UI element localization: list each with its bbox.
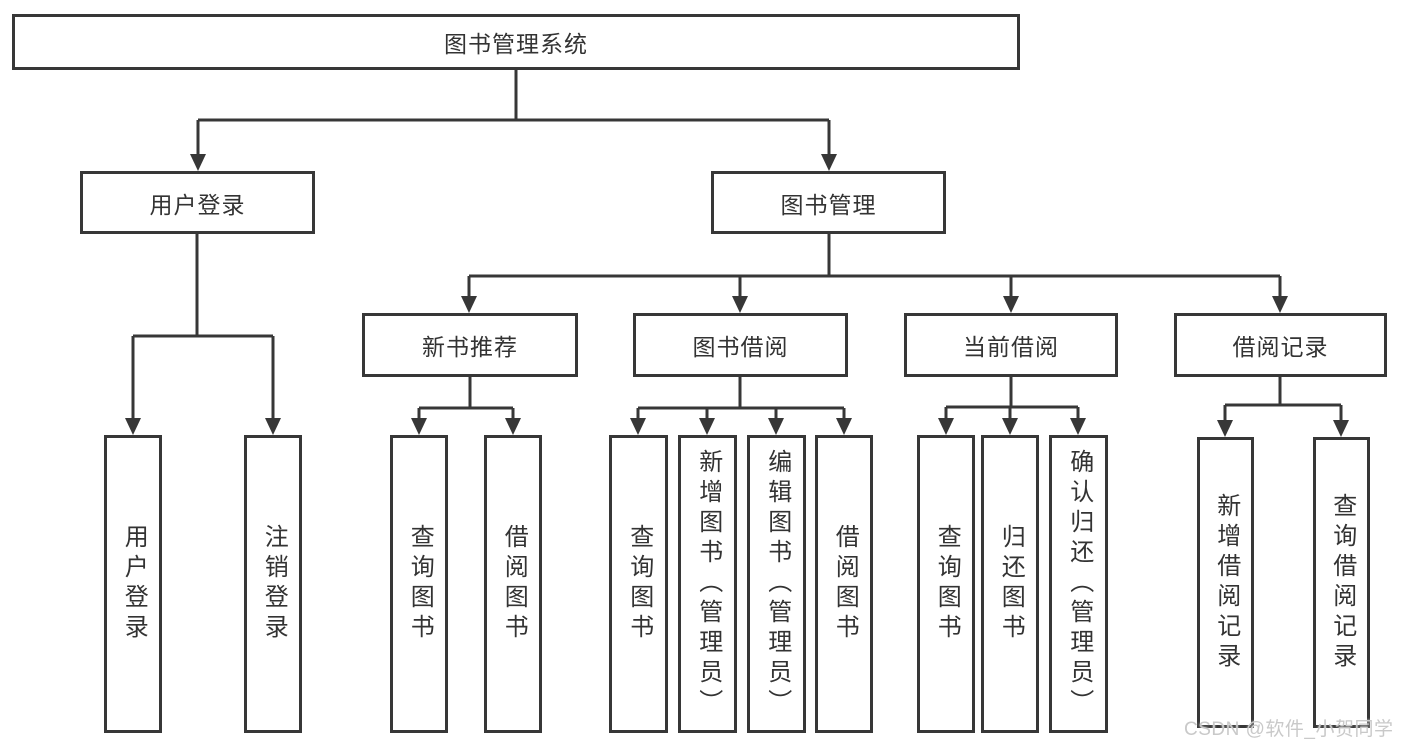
- leaf-query-books-recommend-label: 查询图书: [406, 524, 434, 644]
- node-book-management-label: 图书管理: [780, 191, 877, 218]
- leaf-borrow-books-label: 借阅图书: [831, 524, 859, 644]
- leaf-query-borrow-record-label: 查询借阅记录: [1328, 492, 1356, 673]
- leaf-add-borrow-record: 新增借阅记录: [1197, 437, 1254, 728]
- leaf-confirm-return-admin-label: 确认归还（管理员）: [1065, 449, 1093, 719]
- leaf-borrow-books-recommend-label: 借阅图书: [500, 524, 528, 644]
- node-root-label: 图书管理系统: [444, 31, 588, 57]
- leaf-query-books-borrowing: 查询图书: [609, 435, 668, 733]
- leaf-edit-books-admin: 编辑图书（管理员）: [747, 435, 806, 733]
- leaf-edit-books-admin-label: 编辑图书（管理员）: [763, 449, 791, 719]
- leaf-query-books-current: 查询图书: [917, 435, 975, 733]
- node-new-book-recommend-label: 新书推荐: [422, 334, 518, 360]
- node-root: 图书管理系统: [12, 14, 1020, 70]
- leaf-user-login-label: 用户登录: [120, 524, 148, 644]
- leaf-query-books-current-label: 查询图书: [933, 524, 961, 644]
- node-borrowing-records-label: 借阅记录: [1232, 334, 1329, 360]
- node-new-book-recommend: 新书推荐: [362, 313, 578, 377]
- leaf-query-books-borrowing-label: 查询图书: [625, 524, 653, 644]
- leaf-confirm-return-admin: 确认归还（管理员）: [1049, 435, 1108, 733]
- node-current-borrowing: 当前借阅: [904, 313, 1118, 377]
- leaf-borrow-books: 借阅图书: [815, 435, 873, 733]
- leaf-logout-label: 注销登录: [260, 524, 288, 644]
- leaf-add-books-admin: 新增图书（管理员）: [678, 435, 737, 733]
- leaf-borrow-books-recommend: 借阅图书: [484, 435, 542, 733]
- leaf-query-borrow-record: 查询借阅记录: [1313, 437, 1370, 728]
- node-current-borrowing-label: 当前借阅: [963, 334, 1059, 360]
- node-book-management: 图书管理: [711, 171, 946, 234]
- csdn-watermark: CSDN @软件_小贺同学: [1184, 719, 1394, 740]
- leaf-return-books-label: 归还图书: [997, 524, 1025, 644]
- leaf-add-borrow-record-label: 新增借阅记录: [1212, 492, 1240, 673]
- node-user-login-label: 用户登录: [149, 191, 246, 218]
- node-book-borrowing-label: 图书借阅: [692, 334, 789, 360]
- leaf-user-login: 用户登录: [104, 435, 162, 733]
- node-user-login: 用户登录: [80, 171, 315, 234]
- leaf-add-books-admin-label: 新增图书（管理员）: [694, 449, 722, 719]
- node-book-borrowing: 图书借阅: [633, 313, 848, 377]
- node-borrowing-records: 借阅记录: [1174, 313, 1387, 377]
- leaf-logout: 注销登录: [244, 435, 302, 733]
- leaf-query-books-recommend: 查询图书: [390, 435, 448, 733]
- leaf-return-books: 归还图书: [981, 435, 1039, 733]
